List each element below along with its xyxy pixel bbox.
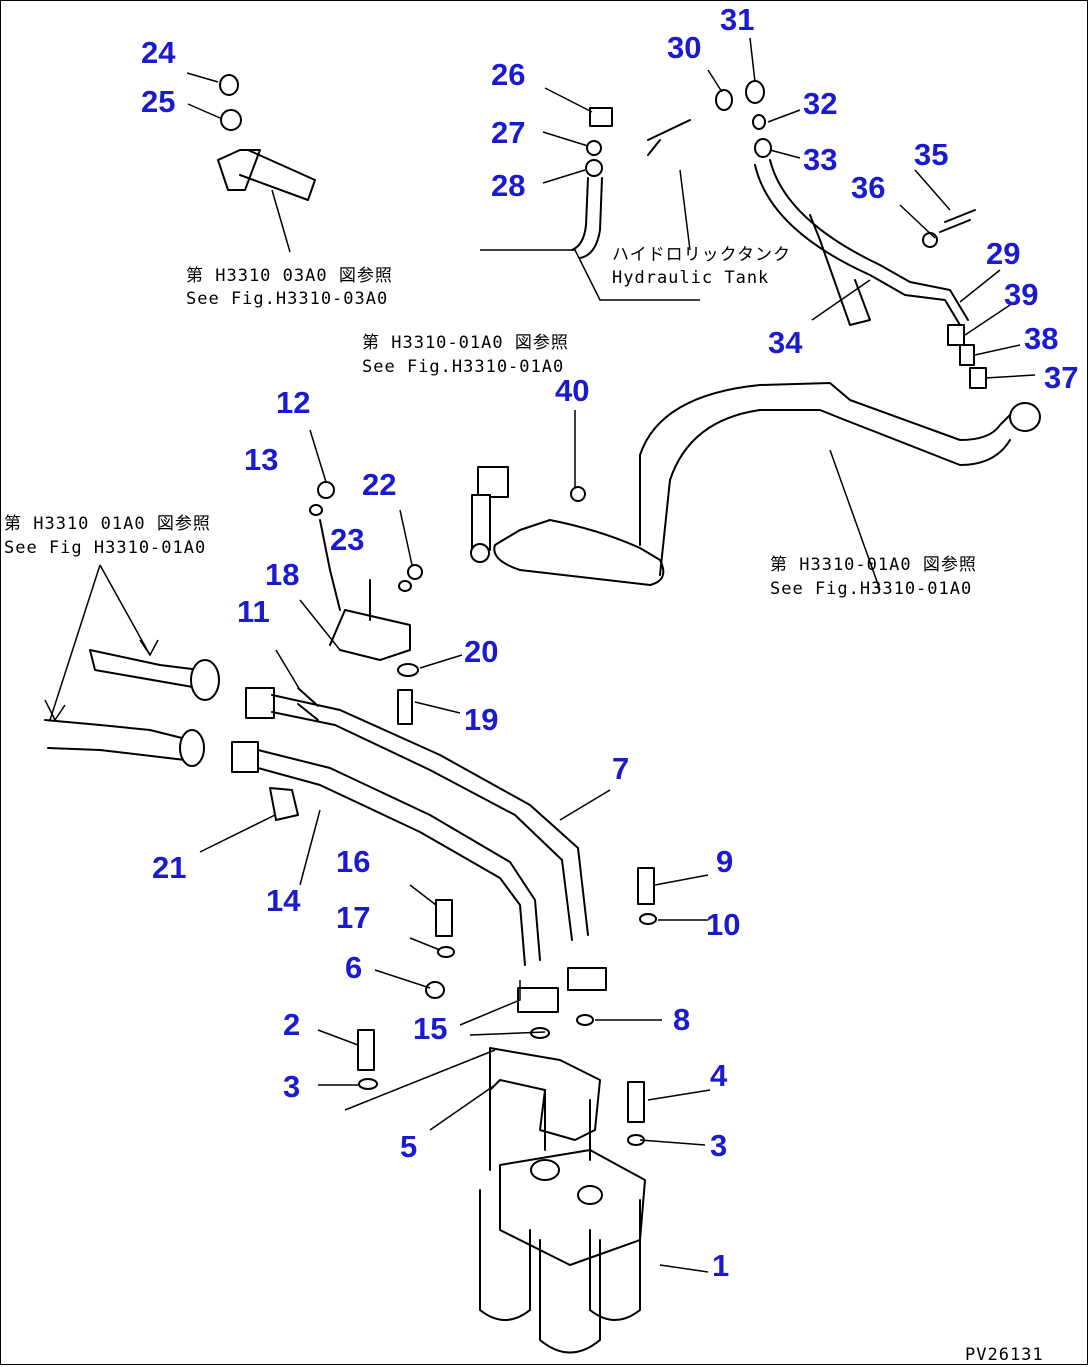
tank-label-jp: ハイドロリックタンク [612,245,791,265]
part-number: 17 [336,900,370,935]
bracket-assembly [309,481,423,725]
reference-note-en: See Fig H3310-01A0 [4,538,206,558]
part-number: 3 [710,1128,727,1163]
leader-lines [44,37,1036,1273]
part-number: 40 [555,373,589,408]
part-number: 8 [673,1002,690,1037]
hose-assembly-top-left [217,74,316,201]
part-number: 38 [1024,321,1058,356]
part-number: 11 [237,594,270,629]
part-number: 20 [464,634,498,669]
suction-tube [470,382,1041,586]
part-number: 32 [803,86,837,121]
drawing-code: PV26131 [965,1345,1044,1365]
line-art [44,37,1041,1354]
part-number: 35 [914,137,948,172]
reference-notes: 第 H3310 03A0 図参照 See Fig.H3310-03A0 ハイドロ… [4,245,1044,1365]
part-number: 10 [706,907,740,942]
part-number: 7 [612,751,629,786]
part-number: 31 [720,2,754,37]
reference-note-en: See Fig.H3310-01A0 [770,579,972,599]
filter-assembly [357,1029,646,1354]
part-number: 9 [716,844,733,879]
part-number: 29 [986,236,1020,271]
hardware-center [425,867,657,1039]
tank-label-en: Hydraulic Tank [612,268,769,288]
part-number: 21 [152,850,186,885]
part-number: 39 [1004,277,1038,312]
part-number: 6 [345,950,362,985]
part-number: 37 [1044,360,1078,395]
part-number: 12 [276,385,310,420]
part-number: 4 [710,1058,728,1093]
part-number: 3 [283,1069,300,1104]
part-number: 13 [244,442,278,477]
part-number: 19 [464,702,498,737]
part-number: 15 [413,1011,447,1046]
part-number: 26 [491,57,525,92]
reference-note-jp: 第 H3310-01A0 図参照 [362,333,569,353]
part-number: 30 [667,30,701,65]
reference-note-en: See Fig.H3310-01A0 [362,357,564,377]
part-number: 5 [400,1129,417,1164]
part-number: 16 [336,844,370,879]
reference-note-en: See Fig.H3310-03A0 [186,289,388,309]
main-tubes [44,649,607,1013]
reference-note-jp: 第 H3310 01A0 図参照 [4,514,211,534]
reference-note-jp: 第 H3310 03A0 図参照 [186,266,393,286]
part-number: 14 [266,883,301,918]
part-number: 33 [803,142,837,177]
part-number: 28 [491,168,525,203]
part-number: 22 [362,467,396,502]
part-number: 23 [330,522,364,557]
part-number: 1 [712,1248,729,1283]
hose-assembly-top-middle [571,107,691,259]
part-number: 24 [141,35,176,70]
part-number: 34 [768,325,803,360]
part-number: 25 [141,84,175,119]
reference-note-jp: 第 H3310-01A0 図参照 [770,555,977,575]
part-number: 27 [491,115,525,150]
part-number: 36 [851,170,885,205]
part-number: 18 [265,557,299,592]
part-number-labels: 1 2 3 3 4 5 6 7 8 9 10 11 12 13 14 15 16… [141,2,1078,1283]
hose-assembly-top-right [715,80,987,389]
part-number: 2 [283,1007,300,1042]
